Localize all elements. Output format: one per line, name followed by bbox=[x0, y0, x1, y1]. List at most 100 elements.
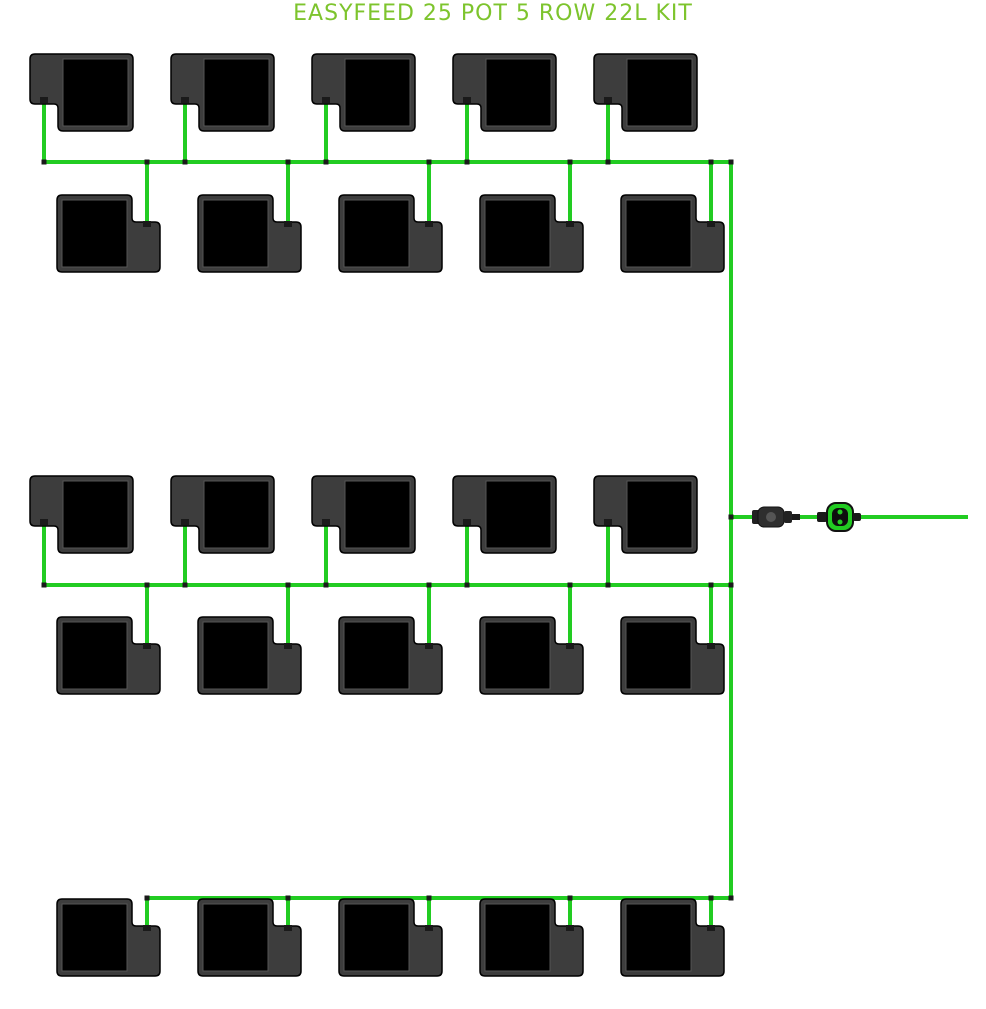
tee-joint-icon bbox=[426, 582, 432, 588]
pipe-network bbox=[42, 100, 968, 928]
tee-joint-icon bbox=[708, 895, 714, 901]
connector-icon bbox=[284, 221, 292, 227]
pot-icon bbox=[338, 616, 443, 695]
pot-icon bbox=[311, 475, 416, 554]
tee-joint-icon bbox=[41, 582, 47, 588]
connector-icon bbox=[604, 519, 612, 525]
pot-reservoir bbox=[484, 903, 551, 972]
tee-joint-icon bbox=[567, 895, 573, 901]
pot-icon bbox=[56, 898, 161, 977]
tee-joint-icon bbox=[144, 159, 150, 165]
tee-joint-icon bbox=[426, 895, 432, 901]
tee-joint-icon bbox=[728, 895, 734, 901]
fittings-group bbox=[40, 97, 861, 931]
tee-joint-icon bbox=[323, 159, 329, 165]
connector-icon bbox=[566, 221, 574, 227]
connector-icon bbox=[425, 925, 433, 931]
pot-icon bbox=[197, 616, 302, 695]
connector-icon bbox=[284, 643, 292, 649]
pot-reservoir bbox=[485, 480, 552, 549]
tap-coupler bbox=[817, 512, 827, 522]
tee-joint-icon bbox=[708, 582, 714, 588]
pot-reservoir bbox=[203, 480, 270, 549]
pot-icon bbox=[479, 194, 584, 273]
pot-icon bbox=[311, 53, 416, 132]
tee-joint-icon bbox=[144, 582, 150, 588]
tee-joint-icon bbox=[605, 159, 611, 165]
tee-joint-icon bbox=[728, 514, 734, 520]
connector-icon bbox=[604, 97, 612, 103]
tee-joint-icon bbox=[567, 582, 573, 588]
pot-reservoir bbox=[484, 621, 551, 690]
inline-filter-icon bbox=[752, 506, 792, 528]
pot-icon bbox=[593, 475, 698, 554]
tee-joint-icon bbox=[285, 159, 291, 165]
connector-icon bbox=[425, 643, 433, 649]
pot-icon bbox=[620, 616, 725, 695]
pot-reservoir bbox=[203, 58, 270, 127]
pot-icon bbox=[29, 53, 134, 132]
tee-joint-icon bbox=[182, 159, 188, 165]
connector-icon bbox=[566, 643, 574, 649]
pot-icon bbox=[620, 898, 725, 977]
filter-cap-right bbox=[784, 511, 792, 523]
tee-joint-icon bbox=[567, 159, 573, 165]
connector-icon bbox=[143, 221, 151, 227]
tee-joint-icon bbox=[182, 582, 188, 588]
connector-icon bbox=[40, 97, 48, 103]
pot-reservoir bbox=[343, 903, 410, 972]
tee-joint-icon bbox=[728, 582, 734, 588]
pots-group bbox=[29, 53, 725, 977]
pot-icon bbox=[593, 53, 698, 132]
pot-reservoir bbox=[202, 621, 269, 690]
tee-joint-icon bbox=[144, 895, 150, 901]
pot-icon bbox=[479, 898, 584, 977]
connector-icon bbox=[566, 925, 574, 931]
pot-icon bbox=[452, 475, 557, 554]
connector-icon bbox=[322, 97, 330, 103]
connector-icon bbox=[707, 221, 715, 227]
connector-icon bbox=[707, 643, 715, 649]
connector-icon bbox=[792, 514, 800, 520]
connector-icon bbox=[143, 643, 151, 649]
tee-joint-icon bbox=[285, 582, 291, 588]
pot-reservoir bbox=[625, 903, 692, 972]
pot-reservoir bbox=[626, 58, 693, 127]
tee-joint-icon bbox=[464, 159, 470, 165]
connector-icon bbox=[322, 519, 330, 525]
pot-icon bbox=[29, 475, 134, 554]
pot-icon bbox=[197, 898, 302, 977]
connector-icon bbox=[181, 519, 189, 525]
tap-outlet bbox=[853, 513, 861, 521]
connector-icon bbox=[40, 519, 48, 525]
tap-port-bottom bbox=[837, 519, 843, 525]
pot-reservoir bbox=[202, 903, 269, 972]
pot-icon bbox=[56, 194, 161, 273]
pot-icon bbox=[620, 194, 725, 273]
connector-icon bbox=[284, 925, 292, 931]
tee-joint-icon bbox=[323, 582, 329, 588]
diagram-title: EASYFEED 25 POT 5 ROW 22L KIT bbox=[293, 1, 693, 26]
connector-icon bbox=[143, 925, 151, 931]
pot-reservoir bbox=[625, 621, 692, 690]
connector-icon bbox=[707, 925, 715, 931]
tee-joint-icon bbox=[605, 582, 611, 588]
pot-reservoir bbox=[484, 199, 551, 268]
pot-icon bbox=[197, 194, 302, 273]
pot-reservoir bbox=[62, 480, 129, 549]
connector-icon bbox=[463, 519, 471, 525]
connector-icon bbox=[463, 97, 471, 103]
pot-reservoir bbox=[62, 58, 129, 127]
pot-reservoir bbox=[626, 480, 693, 549]
tee-joint-icon bbox=[708, 159, 714, 165]
filter-window bbox=[766, 512, 776, 522]
tee-joint-icon bbox=[41, 159, 47, 165]
pot-icon bbox=[338, 898, 443, 977]
tap-connector-icon bbox=[817, 502, 861, 532]
pot-reservoir bbox=[61, 199, 128, 268]
pot-icon bbox=[479, 616, 584, 695]
tee-joint-icon bbox=[285, 895, 291, 901]
pot-reservoir bbox=[343, 621, 410, 690]
pot-reservoir bbox=[61, 621, 128, 690]
